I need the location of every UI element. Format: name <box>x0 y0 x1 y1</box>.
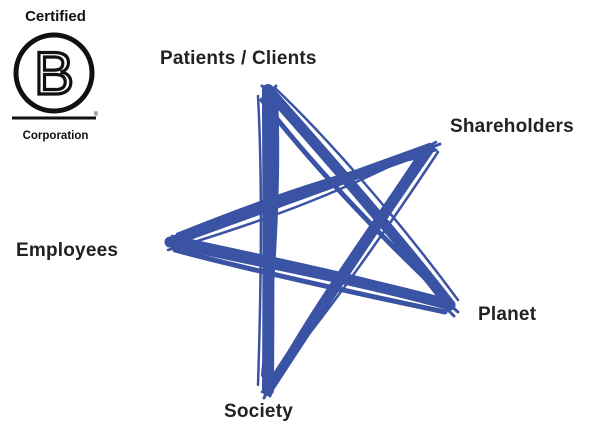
logo-corporation-text: Corporation <box>22 130 89 142</box>
label-planet: Planet <box>478 304 537 325</box>
label-patients-clients: Patients / Clients <box>160 48 317 69</box>
label-shareholders: Shareholders <box>450 116 574 137</box>
logo-letter: B <box>34 40 74 107</box>
b-corp-emblem: B ® <box>12 32 99 120</box>
logo-registered-mark: ® <box>94 111 99 118</box>
logo-certified-text: Certified <box>25 8 86 25</box>
b-corp-logo: Certified B ® Corporation <box>8 6 103 142</box>
label-employees: Employees <box>16 240 119 261</box>
label-society: Society <box>224 401 293 422</box>
